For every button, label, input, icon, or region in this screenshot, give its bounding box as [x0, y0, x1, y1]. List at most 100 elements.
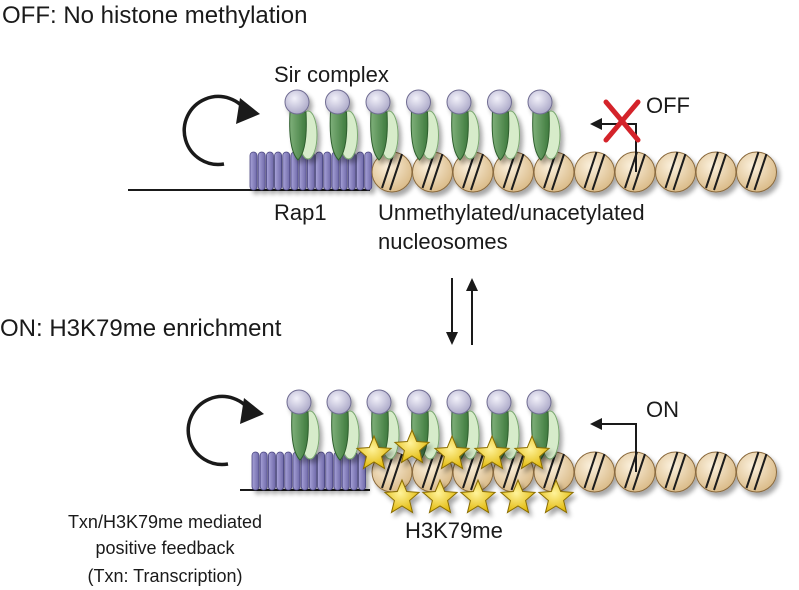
off-state-diagram	[128, 89, 777, 193]
rap1-bar	[274, 151, 283, 191]
nucleosome-dna-wrap	[713, 453, 727, 491]
nucleosome-dna-wrap	[705, 451, 719, 489]
circular-arrow-head	[240, 398, 264, 424]
tss-arrow-head	[590, 118, 602, 130]
rap1-label: Rap1	[274, 200, 327, 225]
nucleosome-dna-wrap	[389, 153, 403, 191]
h3k79me-star	[537, 478, 575, 514]
sir-complex-label: Sir complex	[274, 62, 389, 87]
nucleosome-dna-wrap	[713, 153, 727, 191]
rap1-bar	[315, 151, 324, 191]
feedback-label-line2: positive feedback	[95, 538, 235, 558]
nucleosome	[736, 451, 777, 493]
sir-head	[365, 89, 391, 115]
nucleosome-dna-wrap	[591, 453, 606, 491]
rap1-bar	[325, 451, 334, 491]
sir-green-subunit	[451, 111, 469, 161]
h3k79me-star	[473, 434, 511, 470]
nucleosome-dna-wrap	[745, 151, 760, 189]
sir-green-subunit	[291, 411, 309, 461]
nucleosome-dna-wrap	[753, 453, 768, 491]
nucleosome-dna-wrap	[510, 453, 525, 491]
sir-green-subunit	[491, 111, 510, 161]
tss-arrow	[596, 123, 637, 172]
rap1-bar	[364, 151, 373, 191]
nucleosome-dna-wrap	[705, 151, 719, 189]
h3k79me-label: H3K79me	[405, 518, 503, 543]
rap1-bar	[249, 151, 258, 191]
arrow-down-head	[446, 332, 458, 345]
sir-head	[487, 89, 512, 115]
nucleosome-label-line2: nucleosomes	[378, 229, 508, 254]
sir-head	[446, 89, 472, 115]
arrow-up-head	[466, 278, 478, 291]
on-title: ON: H3K79me enrichment	[0, 315, 282, 342]
nucleosome-dna-wrap	[591, 153, 606, 191]
rap1-bar	[267, 451, 276, 491]
nucleosome-dna-wrap	[583, 451, 598, 489]
h3k79me-stars	[355, 428, 575, 514]
sir-head	[326, 389, 352, 415]
nucleosome-dna-wrap	[583, 151, 598, 189]
off-cross	[603, 99, 641, 143]
nucleosome-dna-wrap	[672, 153, 687, 191]
equilibrium-arrows	[446, 278, 478, 345]
on-state-diagram	[186, 389, 777, 514]
sir-head	[284, 89, 310, 115]
h3k79me-star	[433, 434, 471, 470]
nucleosome-dna-wrap	[664, 151, 679, 189]
rap1-bar	[251, 451, 260, 491]
rap1-bar	[276, 451, 285, 491]
sir-green-subunit	[329, 111, 348, 161]
h3k79me-star	[459, 478, 497, 514]
sir-green-subunit	[370, 111, 388, 161]
rap1-bar	[323, 151, 332, 191]
sir-head	[286, 389, 312, 415]
off-title: OFF: No histone methylation	[2, 2, 308, 29]
feedback-label-line1: Txn/H3K79me mediated	[67, 512, 263, 532]
rap1-bar	[257, 151, 266, 191]
h3k79me-star	[513, 434, 551, 470]
sir-green-subunit	[532, 111, 550, 161]
circular-arrow	[186, 394, 254, 467]
tss-arrow	[596, 423, 637, 472]
sir-green-subunit	[410, 111, 429, 161]
rap1-bar	[282, 151, 291, 191]
nucleosome-dna-wrap	[389, 453, 403, 491]
circular-arrow	[182, 94, 250, 167]
sir-green-subunit	[331, 411, 349, 461]
nucleosome-array	[371, 151, 777, 193]
nucleosome-label-line1: Unmethylated/unacetylated	[378, 200, 645, 225]
rap1-proteins	[251, 451, 367, 491]
h3k79me-star	[421, 478, 459, 514]
on-state-label: ON	[646, 397, 679, 422]
nucleosome-dna-wrap	[672, 453, 687, 491]
rap1-bar	[265, 151, 274, 191]
sir-head	[486, 389, 512, 415]
transcription-note: (Txn: Transcription)	[87, 566, 243, 586]
sir-head	[527, 89, 553, 115]
h3k79me-star	[499, 478, 537, 514]
rap1-bar	[358, 451, 367, 491]
nucleosome-dna-wrap	[429, 453, 444, 491]
nucleosome-dna-wrap	[632, 153, 646, 191]
nucleosome-dna-wrap	[551, 153, 565, 191]
rap1-bar	[317, 451, 326, 491]
sir-complexes	[284, 89, 561, 161]
nucleosome-dna-wrap	[510, 153, 525, 191]
nucleosome-dna-wrap	[632, 453, 646, 491]
sir-head	[446, 389, 472, 415]
nucleosome-dna-wrap	[429, 153, 444, 191]
nucleosome-dna-wrap	[664, 451, 679, 489]
nucleosome-dna-wrap	[502, 451, 517, 489]
h3k79me-star	[383, 478, 421, 514]
circular-arrow-head	[236, 98, 260, 124]
sir-head	[406, 89, 431, 115]
nucleosome-dna-wrap	[470, 453, 484, 491]
rap1-bar	[356, 151, 365, 191]
off-state-label: OFF	[646, 93, 690, 118]
rap1-bar	[259, 451, 268, 491]
rap1-proteins	[249, 151, 373, 191]
